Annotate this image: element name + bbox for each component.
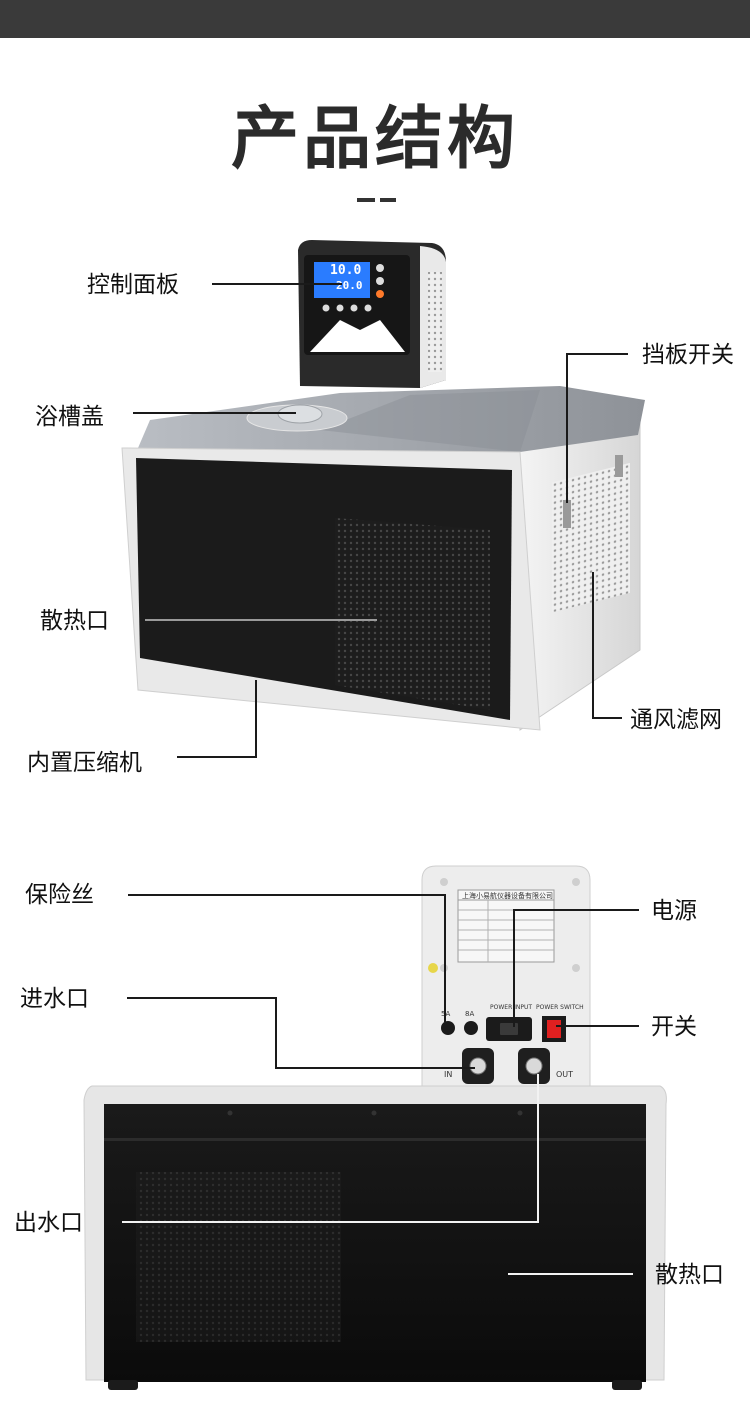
label-power: 电源 [651, 898, 697, 924]
leader-vent-filter-v [592, 572, 594, 719]
leader-switch [556, 1025, 639, 1027]
leader-inlet-h1 [127, 997, 277, 999]
side-slot [563, 500, 571, 528]
leader-compressor-h [177, 756, 257, 758]
label-heat-vent-rear: 散热口 [655, 1262, 724, 1288]
head-logo-graphic [310, 320, 405, 352]
label-bath-cover: 浴槽盖 [35, 404, 104, 430]
label-water-outlet: 出水口 [14, 1210, 83, 1236]
nameplate-title: 上海小易航仪器设备有限公司 [462, 892, 553, 900]
power-switch-label: POWER SWITCH [536, 1004, 584, 1011]
rear-vent-grille [136, 1172, 341, 1342]
foot-right [612, 1380, 642, 1390]
head-side-vent [428, 272, 442, 372]
top-bar [0, 0, 750, 38]
front-vent-grille [335, 518, 490, 710]
unit-top [138, 386, 645, 452]
leader-inlet-h2 [275, 1067, 475, 1069]
leader-fuse-h [128, 894, 446, 896]
label-compressor: 内置压缩机 [27, 750, 142, 776]
top-divider-shade [320, 390, 540, 452]
label-control-panel: 控制面板 [87, 272, 179, 298]
leader-baffle-switch-v [566, 353, 568, 503]
leader-control-panel [212, 283, 342, 285]
title-divider-left [357, 198, 375, 202]
fuse-holder-b [464, 1021, 478, 1035]
leader-heat-vent-rear [508, 1273, 633, 1275]
title-divider-right [380, 198, 396, 202]
label-water-inlet: 进水口 [20, 986, 89, 1012]
side-filter-grille [552, 462, 630, 613]
label-baffle-switch: 挡板开关 [642, 342, 734, 368]
side-slot-2 [615, 455, 623, 477]
lcd-temp-set: 10.0 [330, 263, 362, 278]
inlet-label: IN [444, 1070, 453, 1079]
leader-inlet-v [275, 997, 277, 1069]
label-fuse: 保险丝 [25, 882, 94, 908]
lcd-temp-actual: 20.0 [336, 279, 363, 292]
bath-lid-knob [277, 404, 323, 424]
label-switch: 开关 [651, 1014, 697, 1040]
fuse-holder-a [441, 1021, 455, 1035]
outlet-label: OUT [556, 1070, 574, 1079]
leader-outlet-h [122, 1221, 539, 1223]
warning-sticker [428, 963, 438, 973]
leader-outlet-v [537, 1074, 539, 1223]
leader-power-h [514, 909, 639, 911]
leader-baffle-switch-h [566, 353, 628, 355]
fuse-label-b: 8A [465, 1010, 475, 1018]
label-vent-filter: 通风滤网 [630, 707, 722, 733]
label-heat-vent-front: 散热口 [40, 608, 109, 634]
foot-left [108, 1380, 138, 1390]
page-title: 产品结构 [230, 100, 519, 179]
leader-compressor-v [255, 680, 257, 758]
leader-heat-vent-front [145, 619, 377, 621]
leader-bath-cover [133, 412, 296, 414]
leader-vent-filter-h [592, 717, 622, 719]
lcd-display [314, 262, 370, 298]
leader-power-v [513, 909, 515, 1027]
leader-fuse-v [444, 894, 446, 1022]
power-input-label: POWER INPUT [490, 1004, 533, 1011]
